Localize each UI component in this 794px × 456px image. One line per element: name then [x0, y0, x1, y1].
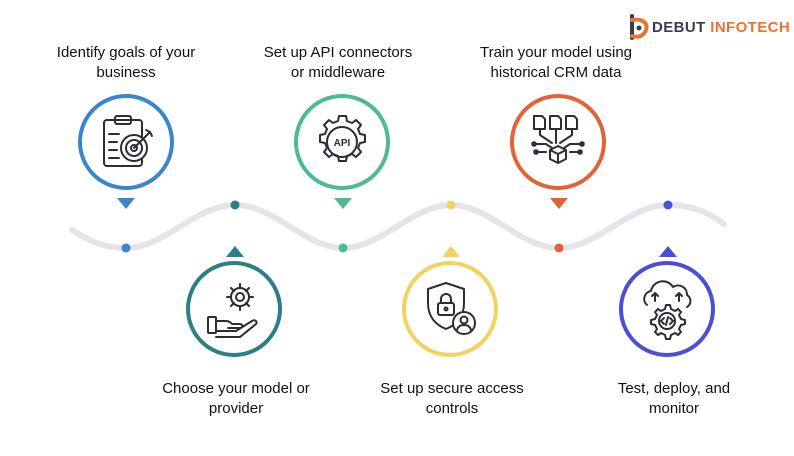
step-1-pointer: [117, 198, 135, 209]
step-6-badge: [619, 261, 715, 357]
step-3-pointer: [334, 198, 352, 209]
step-5-label: Train your model using historical CRM da…: [479, 44, 632, 81]
step-2-badge: [186, 261, 282, 357]
api-icon-text: API: [334, 138, 351, 149]
step-5-badge: [510, 94, 606, 190]
brand-logo: DEBUT INFOTECH: [628, 14, 790, 40]
step-1-label: Identify goals of your business: [56, 44, 196, 81]
step-3-badge: API: [294, 94, 390, 190]
step-6-pointer: [659, 246, 677, 257]
api-gear-icon: API: [319, 115, 366, 162]
timeline-dot-4: [446, 200, 456, 210]
cloud-code-gear-icon: [643, 280, 692, 340]
step-1-badge: [78, 94, 174, 190]
step-2-label: Choose your model or provider: [162, 380, 310, 417]
shield-lock-user-icon: [427, 282, 476, 335]
brand-name-part2: INFOTECH: [710, 19, 791, 36]
timeline-dot-5: [554, 243, 564, 253]
step-4-badge: [402, 261, 498, 357]
timeline-dot-3: [338, 243, 348, 253]
step-4-label: Set up secure access controls: [380, 380, 524, 417]
documents-network-icon: [531, 115, 585, 164]
step-5-pointer: [550, 198, 568, 209]
step-6-label: Test, deploy, and monitor: [617, 380, 731, 417]
timeline-dot-6: [663, 200, 673, 210]
clipboard-target-icon: [103, 115, 153, 167]
timeline-dot-2: [230, 200, 240, 210]
step-3-label: Set up API connectors or middleware: [263, 44, 413, 81]
step-4-pointer: [442, 246, 460, 257]
debut-logo-icon: [630, 14, 649, 40]
brand-name-part1: DEBUT: [652, 19, 706, 36]
hand-gear-icon: [207, 283, 258, 338]
step-2-pointer: [226, 246, 244, 257]
timeline-dot-1: [121, 243, 131, 253]
